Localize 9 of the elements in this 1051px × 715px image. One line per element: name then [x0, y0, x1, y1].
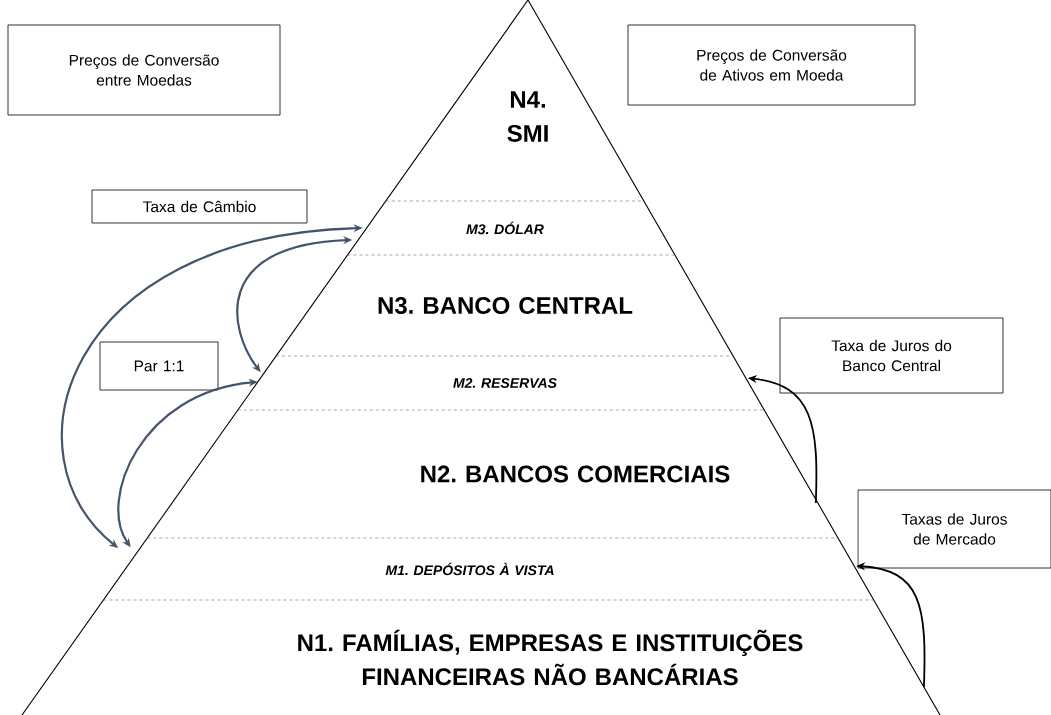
text-box: Taxas de Juros de Mercado [857, 489, 1051, 569]
level-label: N1. FAMÍLIAS, EMPRESAS E INSTITUIÇÕES FINANCEIRAS NÃO BANCÁRIAS [298, 629, 803, 686]
level-label: N4. SMI [507, 91, 548, 142]
text-box: Taxa de Juros do Banco Central [779, 317, 1004, 394]
level-band: M3. DÓLAR [347, 200, 676, 256]
level-band: M2. RESERVAS [237, 355, 765, 411]
level-label: N2. BANCOS COMERCIAIS [421, 465, 730, 483]
level-band: M1. DEPÓSITOS À VISTA [103, 537, 874, 601]
level-label: N3. BANCO CENTRAL [378, 297, 633, 314]
